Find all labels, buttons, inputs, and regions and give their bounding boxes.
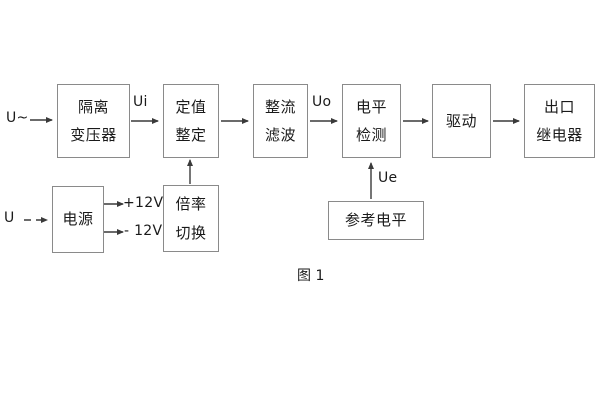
block-output-relay[interactable]: 出口 继电器	[524, 84, 595, 158]
block-isolation-transformer-line2: 变压器	[70, 126, 117, 144]
label-ac-input: U~	[6, 110, 29, 126]
block-setting-value-line1: 定值	[175, 97, 207, 116]
block-multiplier-switch-line1: 倍率	[175, 195, 207, 213]
figure-caption: 图 1	[297, 268, 325, 284]
label-ui: Ui	[133, 94, 148, 110]
block-level-detect[interactable]: 电平 检测	[342, 84, 401, 158]
block-multiplier-switch[interactable]: 倍率 切换	[163, 185, 219, 252]
block-level-detect-line1: 电平	[355, 97, 387, 116]
block-setting-value-line2: 整定	[175, 126, 207, 144]
block-rectify-filter-line1: 整流	[264, 97, 296, 116]
label-minus-12v: - 12V	[124, 223, 163, 239]
block-reference-level[interactable]: 参考电平	[328, 201, 424, 240]
label-ue: Ue	[378, 170, 398, 186]
block-power-supply[interactable]: 电源	[52, 186, 104, 253]
block-isolation-transformer-line1: 隔离	[77, 97, 109, 116]
block-drive[interactable]: 驱动	[432, 84, 491, 158]
block-drive-line1: 驱动	[445, 111, 477, 130]
block-rectify-filter[interactable]: 整流 滤波	[253, 84, 308, 158]
block-output-relay-line1: 出口	[543, 97, 575, 116]
block-power-supply-line1: 电源	[62, 210, 94, 229]
block-level-detect-line2: 检测	[355, 126, 387, 144]
label-plus-12v: +12V	[123, 195, 164, 211]
block-setting-value[interactable]: 定值 整定	[163, 84, 219, 158]
block-reference-level-line1: 参考电平	[344, 211, 407, 230]
block-rectify-filter-line2: 滤波	[264, 126, 296, 144]
block-isolation-transformer[interactable]: 隔离 变压器	[57, 84, 130, 158]
label-dc-input: U	[4, 210, 15, 226]
label-uo: Uo	[312, 94, 332, 110]
block-output-relay-line2: 继电器	[536, 126, 583, 144]
block-multiplier-switch-line2: 切换	[175, 223, 207, 242]
